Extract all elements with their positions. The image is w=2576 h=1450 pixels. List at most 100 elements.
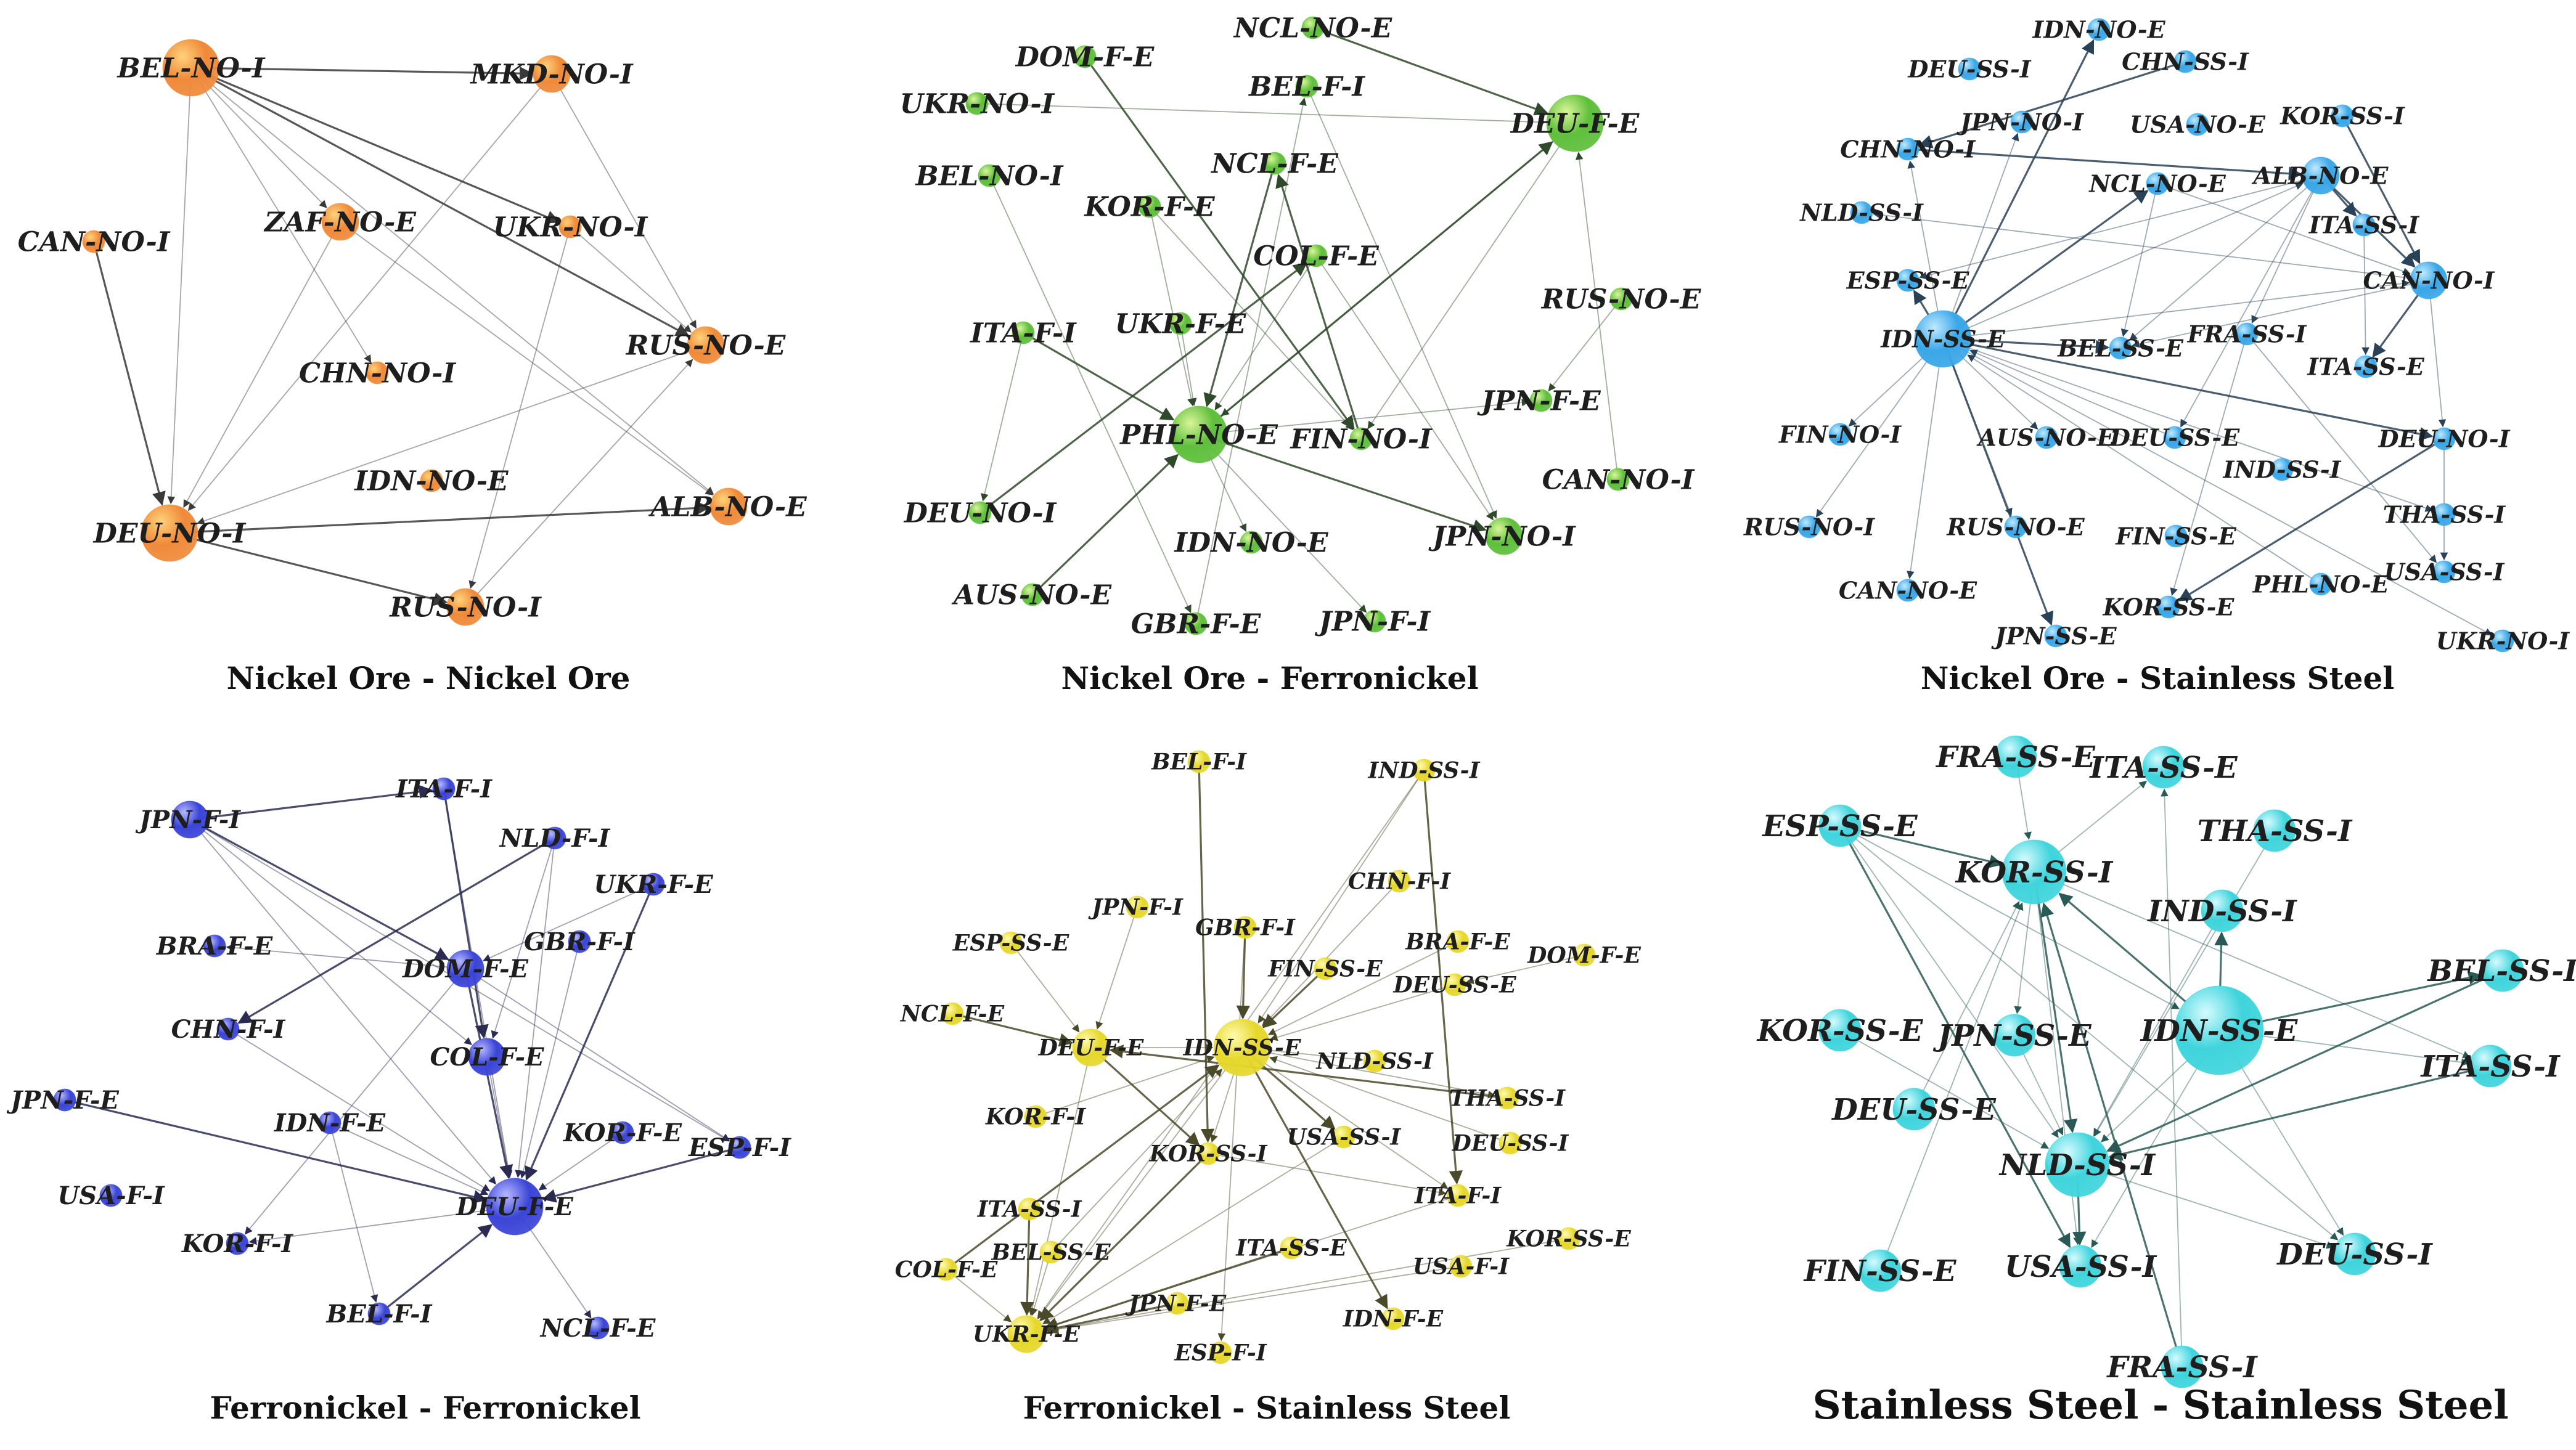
edge-ind-ss-i-to-nld-ss-i: [2093, 910, 2223, 1137]
node-fin-no-i: [1349, 427, 1373, 450]
node-label-idn-ss-e: IDN-SS-E: [1880, 325, 2005, 352]
node-idn-f-e: [318, 1111, 341, 1134]
node-usa-ss-i: [2432, 560, 2456, 584]
edge-ita-ss-i-to-ukr-f-e: [1020, 1208, 1034, 1316]
edge-layer: [64, 784, 740, 1319]
edge-can-no-i-to-deu-no-i: [92, 241, 166, 506]
edge-deu-no-i-to-kor-ss-e: [2178, 438, 2445, 601]
edge-esp-ss-e-to-deu-ss-i: [1839, 825, 2339, 1240]
node-label-jpn-f-i: JPN-F-I: [1088, 895, 1184, 921]
node-label-ita-ss-e: ITA-SS-E: [1235, 1236, 1347, 1261]
node-label-rus-no-e: RUS-NO-E: [1946, 513, 2085, 540]
node-tha-ss-i: [2253, 809, 2296, 852]
panel-title: Ferronickel - Stainless Steel: [1023, 1390, 1511, 1426]
edge-dom-f-e-to-esp-f-i: [465, 968, 730, 1141]
node-idn-ss-e: [2174, 985, 2264, 1075]
edge-jpn-f-i-to-dom-f-e: [189, 818, 449, 961]
node-label-nld-ss-i: NLD-SS-I: [1799, 198, 1924, 226]
node-label-ind-ss-i: IND-SS-I: [2223, 455, 2342, 483]
node-label-idn-no-e: IDN-NO-E: [353, 465, 509, 497]
node-label-bel-ss-i: BEL-SS-I: [2426, 954, 2576, 988]
node-label-gbr-f-e: GBR-F-E: [1131, 608, 1262, 640]
node-label-usa-ss-i: USA-SS-I: [2384, 558, 2505, 585]
edge-kor-ss-i-to-ukr-f-e: [1039, 1152, 1209, 1322]
node-esp-ss-e: [999, 931, 1023, 955]
edge-jpn-f-i-to-col-f-e: [189, 819, 472, 1045]
node-jpn-no-i: [2010, 110, 2034, 134]
node-label-jpn-f-e: JPN-F-E: [6, 1086, 119, 1115]
node-label-idn-ss-e: IDN-SS-E: [2140, 1014, 2299, 1048]
node-col-f-e: [1304, 244, 1328, 267]
node-can-no-e: [1896, 579, 1920, 602]
edge-idn-ss-e-to-ncl-no-e: [1942, 190, 2149, 340]
node-layer: ITA-F-IJPN-F-INLD-F-IUKR-F-EBRA-F-EDOM-F…: [6, 775, 791, 1343]
node-label-aus-no-e: AUS-NO-E: [951, 579, 1113, 611]
edge-nld-ss-i-to-deu-ss-i: [2077, 1164, 2334, 1249]
edge-layer: [1815, 39, 2493, 636]
node-label-kor-ss-i: KOR-SS-I: [2280, 102, 2405, 129]
node-usa-f-i: [1449, 1255, 1473, 1278]
node-label-ita-f-i: ITA-F-I: [395, 775, 493, 804]
node-gbr-f-e: [1184, 612, 1208, 635]
node-ukr-f-e: [1169, 312, 1192, 335]
node-kor-f-i: [226, 1232, 249, 1255]
edge-can-no-i-to-deu-no-i: [2428, 280, 2447, 428]
node-chn-no-i: [366, 361, 389, 385]
edge-dom-f-e-to-bra-f-e: [226, 943, 466, 969]
edge-ind-ss-i-to-idn-ss-e: [1257, 770, 1425, 1024]
node-label-deu-no-i: DEU-NO-I: [903, 497, 1057, 529]
edge-bra-f-e-to-idn-ss-e: [1267, 941, 1458, 1035]
node-label-kor-ss-e: KOR-SS-E: [1506, 1226, 1631, 1252]
edge-jpn-f-i-to-deu-f-e: [1095, 906, 1138, 1030]
node-label-alb-no-e: ALB-NO-E: [2252, 161, 2389, 189]
node-label-jpn-no-i: JPN-NO-I: [1428, 521, 1576, 552]
node-kor-f-i: [1024, 1105, 1047, 1128]
node-label-zaf-no-e: ZAF-NO-E: [263, 206, 417, 238]
edge-bel-no-i-to-zaf-no-e: [190, 67, 327, 208]
node-ncl-f-e: [941, 1002, 964, 1025]
panel-ferronickel-ferronickel: ITA-F-IJPN-F-INLD-F-IUKR-F-EBRA-F-EDOM-F…: [6, 775, 791, 1426]
node-dom-f-e: [446, 950, 485, 988]
edge-phl-no-e-to-idn-ss-e: [1967, 354, 2321, 585]
node-bel-f-i: [367, 1302, 391, 1326]
node-dom-f-e: [1572, 943, 1596, 967]
edge-alb-no-e-to-fra-ss-i: [2251, 175, 2321, 324]
node-label-deu-f-e: DEU-F-E: [1510, 108, 1640, 139]
node-label-tha-ss-i: THA-SS-I: [2198, 814, 2353, 849]
node-label-ita-f-i: ITA-F-I: [969, 317, 1077, 349]
node-bel-f-i: [1187, 750, 1211, 773]
edge-deu-f-e-to-fin-no-i: [1367, 123, 1576, 430]
node-label-deu-ss-i: DEU-SS-I: [1452, 1131, 1569, 1157]
node-label-fin-ss-e: FIN-SS-E: [2115, 522, 2236, 550]
node-label-tha-ss-i: THA-SS-I: [2383, 500, 2506, 528]
node-label-idn-ss-e: IDN-SS-E: [1183, 1035, 1301, 1061]
node-usa-ss-i: [2059, 1245, 2102, 1288]
edge-fra-ss-i-to-ita-ss-e: [2161, 788, 2183, 1367]
node-label-jpn-f-i: JPN-F-I: [135, 805, 241, 834]
node-dom-f-e: [1073, 45, 1097, 68]
edge-gbr-f-i-to-deu-f-e: [519, 941, 580, 1179]
node-ukr-f-e: [1007, 1315, 1045, 1353]
edge-ncl-no-e-to-deu-f-e: [1312, 26, 1549, 116]
node-label-bra-f-e: BRA-F-E: [1405, 929, 1510, 955]
node-jpn-f-i: [171, 800, 209, 839]
edge-phl-no-e-to-jpn-f-e: [1198, 398, 1530, 435]
edge-col-f-e-to-phl-no-e: [1214, 255, 1317, 410]
node-nld-ss-i: [2045, 1132, 2110, 1197]
node-phl-no-e: [1170, 405, 1228, 463]
node-label-ukr-f-e: UKR-F-E: [1115, 308, 1247, 340]
node-chn-f-i: [1388, 870, 1411, 893]
edge-fin-ss-e-to-idn-ss-e: [1262, 967, 1327, 1028]
node-bel-ss-i: [2481, 949, 2524, 992]
edge-nld-f-i-to-deu-f-e: [515, 837, 555, 1178]
edge-zaf-no-e-to-alb-no-e: [340, 221, 714, 495]
node-idn-no-e: [2087, 18, 2111, 41]
node-fin-ss-e: [1314, 957, 1337, 980]
panel-title: Nickel Ore - Nickel Ore: [227, 660, 631, 696]
node-ita-ss-i: [1018, 1197, 1041, 1221]
edge-deu-f-e-to-ukr-f-e: [1028, 1047, 1092, 1316]
edge-idn-f-e-to-bel-f-i: [329, 1122, 378, 1303]
